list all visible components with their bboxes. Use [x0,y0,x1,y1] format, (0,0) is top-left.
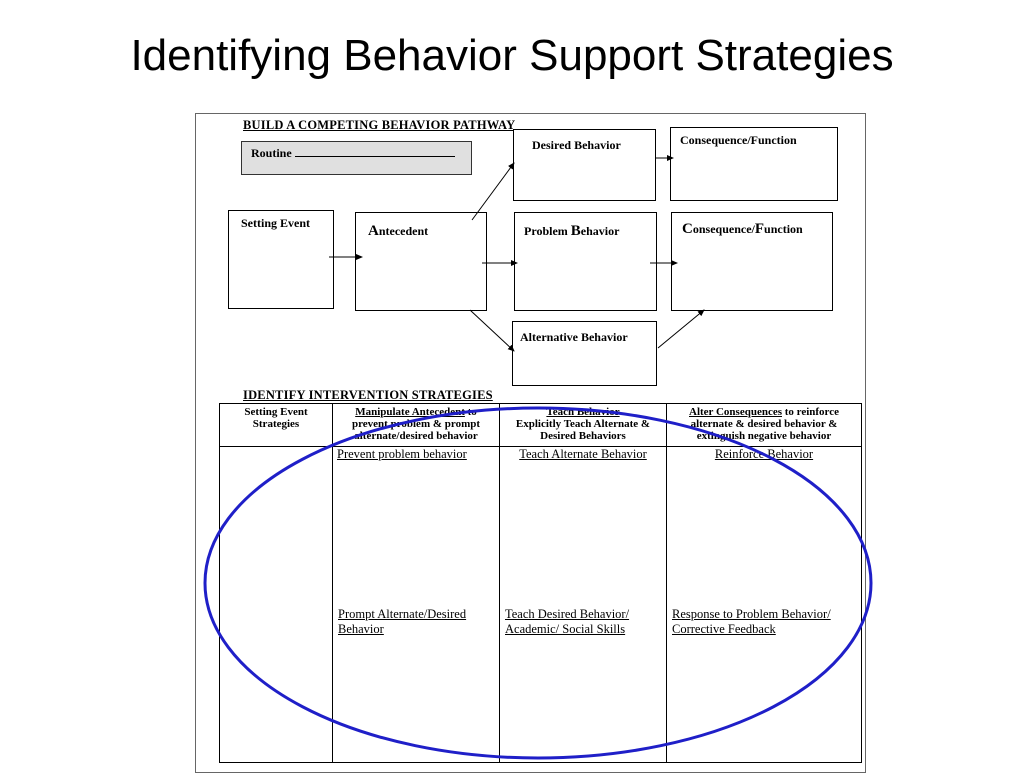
consequence-function-label: Consequence/Function [682,221,803,237]
cell-teach-behavior[interactable]: Teach Alternate Behavior Teach Desired B… [499,446,667,763]
prompt-alternate-desired-behavior: Prompt Alternate/Desired Behavior [338,607,467,636]
response-to-problem-behavior: Response to Problem Behavior/ Corrective… [672,607,831,636]
antecedent-label: Antecedent [368,223,429,239]
teach-desired-behavior: Teach Desired Behavior/ Academic/ Social… [505,607,630,636]
pathway-arrows [329,155,705,352]
desired-behavior-box: Desired Behavior [513,129,656,201]
consequence-function-top-box: Consequence/Function [670,127,838,201]
setting-event-box: Setting Event [228,210,334,309]
alternative-behavior-box: Alternative Behavior [512,321,657,386]
setting-event-label: Setting Event [241,216,310,230]
table-body-row: Prevent problem behavior Prompt Alternat… [219,446,862,763]
routine-field[interactable]: Routine [241,141,472,175]
header-manipulate-antecedent: Manipulate Antecedent to prevent problem… [332,403,500,447]
cell-setting-event[interactable] [219,446,333,763]
reinforce-behavior: Reinforce Behavior [714,447,814,461]
routine-blank-line [294,145,455,157]
worksheet-document: BUILD A COMPETING BEHAVIOR PATHWAY Routi… [195,113,866,773]
strategies-heading: IDENTIFY INTERVENTION STRATEGIES [243,388,493,402]
header-alter-consequences: Alter Consequences to reinforce alternat… [666,403,862,447]
arrow-antecedent-to-alternative [469,309,515,352]
routine-label: Routine [251,146,292,160]
alternative-behavior-label: Alternative Behavior [520,330,628,344]
table-header-row: Setting Event Strategies Manipulate Ante… [219,403,862,447]
cell-manipulate-antecedent[interactable]: Prevent problem behavior Prompt Alternat… [332,446,500,763]
problem-behavior-box: Problem Behavior [514,212,657,311]
intervention-strategies-table: Setting Event Strategies Manipulate Ante… [219,403,862,763]
cell-alter-consequences[interactable]: Reinforce Behavior Response to Problem B… [666,446,862,763]
header-setting-event-strategies: Setting Event Strategies [219,403,333,447]
consequence-function-top-label: Consequence/Function [680,133,797,147]
problem-behavior-label: Problem Behavior [524,223,620,239]
arrow-antecedent-to-desired [471,162,515,221]
slide-title: Identifying Behavior Support Strategies [130,31,894,80]
antecedent-box: Antecedent [355,212,487,311]
arrow-alternative-to-consequence [657,309,705,349]
desired-behavior-label: Desired Behavior [532,138,621,152]
prevent-problem-behavior: Prevent problem behavior [337,447,467,461]
pathway-heading: BUILD A COMPETING BEHAVIOR PATHWAY [243,118,516,132]
teach-alternate-behavior: Teach Alternate Behavior [519,447,647,461]
consequence-function-box: Consequence/Function [671,212,833,311]
